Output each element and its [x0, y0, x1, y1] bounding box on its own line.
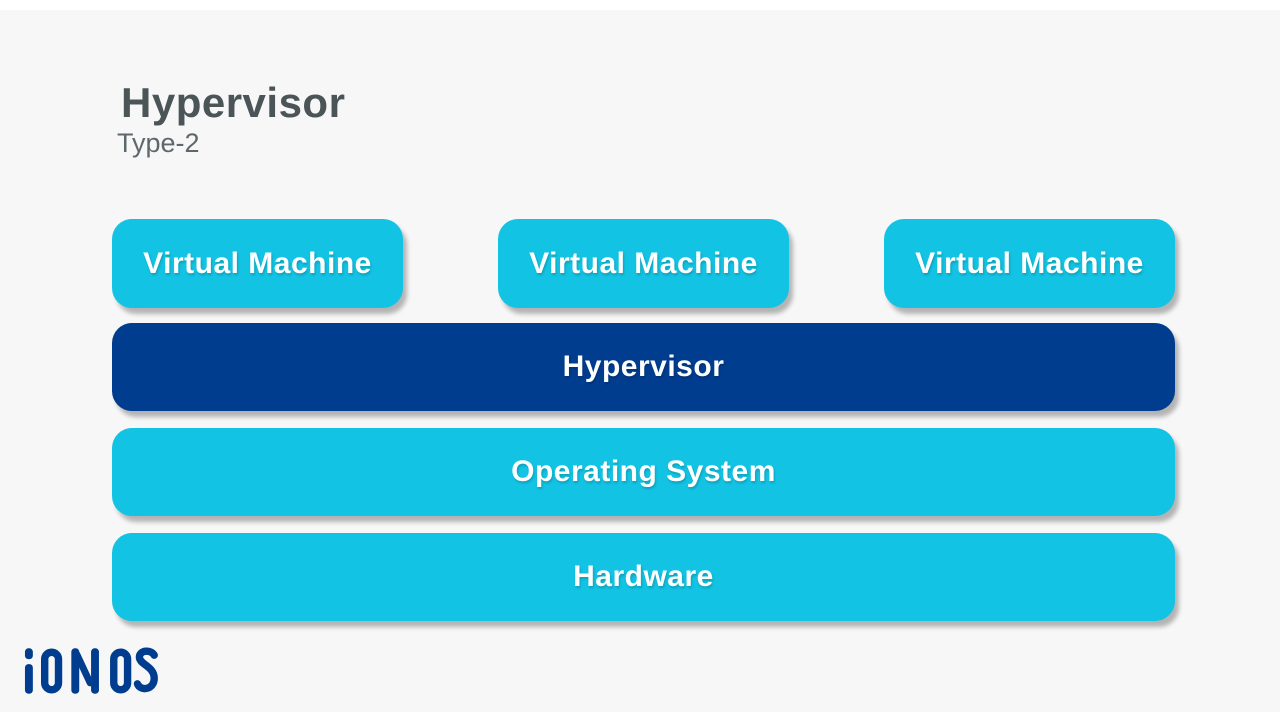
ionos-logo-letter-s — [133, 647, 158, 693]
virtual-machine-row: Virtual Machine Virtual Machine Virtual … — [112, 219, 1175, 308]
ionos-logo-letter-o2 — [110, 648, 132, 694]
operating-system-layer: Operating System — [112, 428, 1175, 516]
page-title: Hypervisor — [121, 79, 346, 126]
header: Hypervisor Type-2 — [117, 79, 345, 159]
top-white-strip — [0, 0, 1280, 10]
ionos-logo-letter-i — [24, 648, 33, 694]
virtual-machine-box-3: Virtual Machine — [884, 219, 1175, 308]
hardware-layer: Hardware — [112, 533, 1175, 621]
hypervisor-type2-diagram: Virtual Machine Virtual Machine Virtual … — [112, 219, 1175, 621]
ionos-logo-letter-o1 — [40, 648, 63, 694]
bottom-white-strip — [0, 712, 1280, 720]
ionos-logo-text: IONOS — [22, 696, 23, 697]
page-subtitle: Type-2 — [117, 128, 200, 159]
virtual-machine-box-2: Virtual Machine — [498, 219, 789, 308]
operating-system-layer-label: Operating System — [511, 455, 776, 488]
ionos-logo-letter-n — [71, 648, 99, 694]
hardware-layer-label: Hardware — [573, 560, 714, 593]
virtual-machine-label: Virtual Machine — [143, 246, 372, 280]
virtual-machine-label: Virtual Machine — [915, 246, 1144, 280]
virtual-machine-label: Virtual Machine — [529, 246, 758, 280]
ionos-logo: IONOS — [22, 646, 170, 696]
hypervisor-layer: Hypervisor — [112, 323, 1175, 411]
hypervisor-layer-label: Hypervisor — [562, 350, 725, 383]
virtual-machine-box-1: Virtual Machine — [112, 219, 403, 308]
